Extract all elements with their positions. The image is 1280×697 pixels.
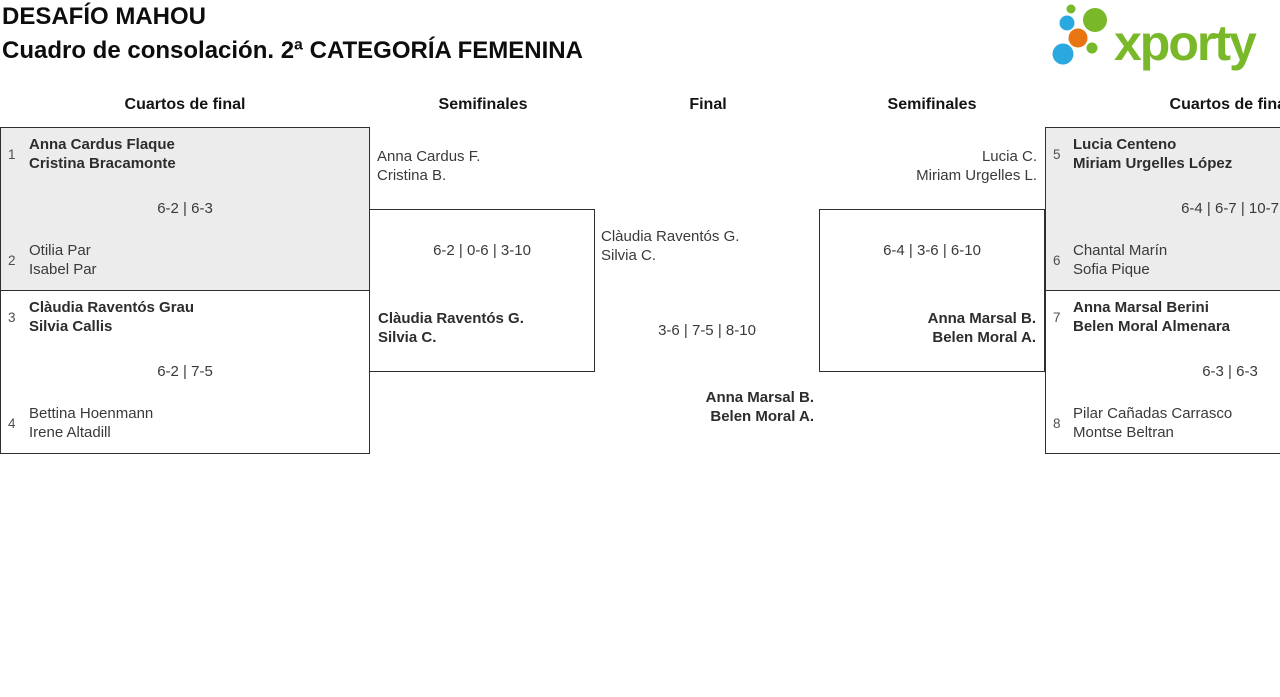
player-name: Otilia Par <box>29 242 91 259</box>
seed-number: 1 <box>8 147 16 162</box>
player-name: Anna Cardus Flaque <box>29 136 175 153</box>
seed-number: 7 <box>1053 310 1061 325</box>
team-name: Clàudia Raventós G. Silvia C. <box>378 309 524 347</box>
seed-number: 6 <box>1053 253 1061 268</box>
tournament-title: DESAFÍO MAHOU <box>2 3 206 30</box>
player-name: Silvia C. <box>601 247 657 264</box>
round-header-right-semis: Semifinales <box>887 96 977 113</box>
round-header-right-quarters: Cuartos de final <box>1169 96 1280 113</box>
match-box-qf-left-bottom: 3 Clàudia Raventós Grau Silvia Callis 6-… <box>0 290 370 454</box>
match-score: 6-2 | 7-5 <box>157 363 213 380</box>
round-header-left-semis: Semifinales <box>438 96 528 113</box>
xporty-logo-text: xporty <box>1114 15 1257 71</box>
bracket-subtitle: Cuadro de consolación. 2ª CATEGORÍA FEME… <box>2 37 583 64</box>
player-name: Belen Moral A. <box>710 408 814 425</box>
player-name: Clàudia Raventós G. <box>601 228 740 245</box>
player-name: Silvia C. <box>378 329 437 346</box>
match-score: 6-2 | 0-6 | 3-10 <box>433 242 531 259</box>
team-name: Clàudia Raventós G. Silvia C. <box>601 227 739 265</box>
team-name: Otilia Par Isabel Par <box>29 241 97 279</box>
team-name: Pilar Cañadas Carrasco Montse Beltran <box>1073 404 1232 442</box>
match-box-qf-left-top: 1 Anna Cardus Flaque Cristina Bracamonte… <box>0 127 370 291</box>
team-name: Anna Marsal B. Belen Moral A. <box>928 309 1036 347</box>
match-score: 6-2 | 6-3 <box>157 200 213 217</box>
match-box-qf-right-top: 5 Lucia Centeno Miriam Urgelles López 6-… <box>1045 127 1280 291</box>
seed-number: 2 <box>8 253 16 268</box>
player-name: Anna Marsal Berini <box>1073 299 1209 316</box>
player-name: Anna Cardus F. <box>377 148 481 165</box>
champion-team-name: Anna Marsal B. Belen Moral A. <box>595 388 814 426</box>
team-name: Anna Cardus F. Cristina B. <box>377 147 480 185</box>
player-name: Clàudia Raventós G. <box>378 310 524 327</box>
player-name: Silvia Callis <box>29 318 113 335</box>
player-name: Isabel Par <box>29 261 97 278</box>
player-name: Sofia Pique <box>1073 261 1150 278</box>
team-name: Chantal Marín Sofia Pique <box>1073 241 1167 279</box>
player-name: Miriam Urgelles López <box>1073 155 1233 172</box>
player-name: Belen Moral A. <box>932 329 1036 346</box>
match-score: 6-3 | 6-3 <box>1202 363 1258 380</box>
player-name: Anna Marsal B. <box>705 389 814 406</box>
page-title-block: DESAFÍO MAHOU Cuadro de consolación. 2ª … <box>2 0 583 68</box>
team-name: Clàudia Raventós Grau Silvia Callis <box>29 298 194 336</box>
player-name: Miriam Urgelles L. <box>916 167 1037 184</box>
player-name: Cristina Bracamonte <box>29 155 176 172</box>
seed-number: 5 <box>1053 147 1061 162</box>
xporty-logo-dots-icon <box>1052 4 1107 65</box>
round-header-left-quarters: Cuartos de final <box>124 96 246 113</box>
match-score: 6-4 | 3-6 | 6-10 <box>883 242 981 259</box>
player-name: Irene Altadill <box>29 424 111 441</box>
match-score: 6-4 | 6-7 | 10-7 <box>1181 200 1279 217</box>
player-name: Anna Marsal B. <box>927 310 1036 327</box>
team-name: Anna Cardus Flaque Cristina Bracamonte <box>29 135 176 173</box>
player-name: Clàudia Raventós Grau <box>29 299 195 316</box>
player-name: Chantal Marín <box>1073 242 1168 259</box>
player-name: Lucia C. <box>981 148 1037 165</box>
match-box-sf-right: 6-4 | 3-6 | 6-10 Anna Marsal B. Belen Mo… <box>819 209 1045 372</box>
team-name: Lucia C. Miriam Urgelles L. <box>820 147 1037 185</box>
player-name: Belen Moral Almenara <box>1073 318 1230 335</box>
player-name: Bettina Hoenmann <box>29 405 154 422</box>
xporty-logo[interactable]: xporty <box>1048 0 1280 72</box>
match-box-sf-left: 6-2 | 0-6 | 3-10 Clàudia Raventós G. Sil… <box>369 209 595 372</box>
seed-number: 3 <box>8 310 16 325</box>
player-name: Lucia Centeno <box>1073 136 1177 153</box>
seed-number: 4 <box>8 416 16 431</box>
match-box-qf-right-bottom: 7 Anna Marsal Berini Belen Moral Almenar… <box>1045 290 1280 454</box>
match-score: 3-6 | 7-5 | 8-10 <box>658 322 756 339</box>
player-name: Pilar Cañadas Carrasco <box>1073 405 1233 422</box>
round-header-final: Final <box>689 96 727 113</box>
player-name: Montse Beltran <box>1073 424 1174 441</box>
player-name: Cristina B. <box>377 167 447 184</box>
team-name: Anna Marsal Berini Belen Moral Almenara <box>1073 298 1230 336</box>
team-name: Lucia Centeno Miriam Urgelles López <box>1073 135 1232 173</box>
team-name: Bettina Hoenmann Irene Altadill <box>29 404 153 442</box>
seed-number: 8 <box>1053 416 1061 431</box>
